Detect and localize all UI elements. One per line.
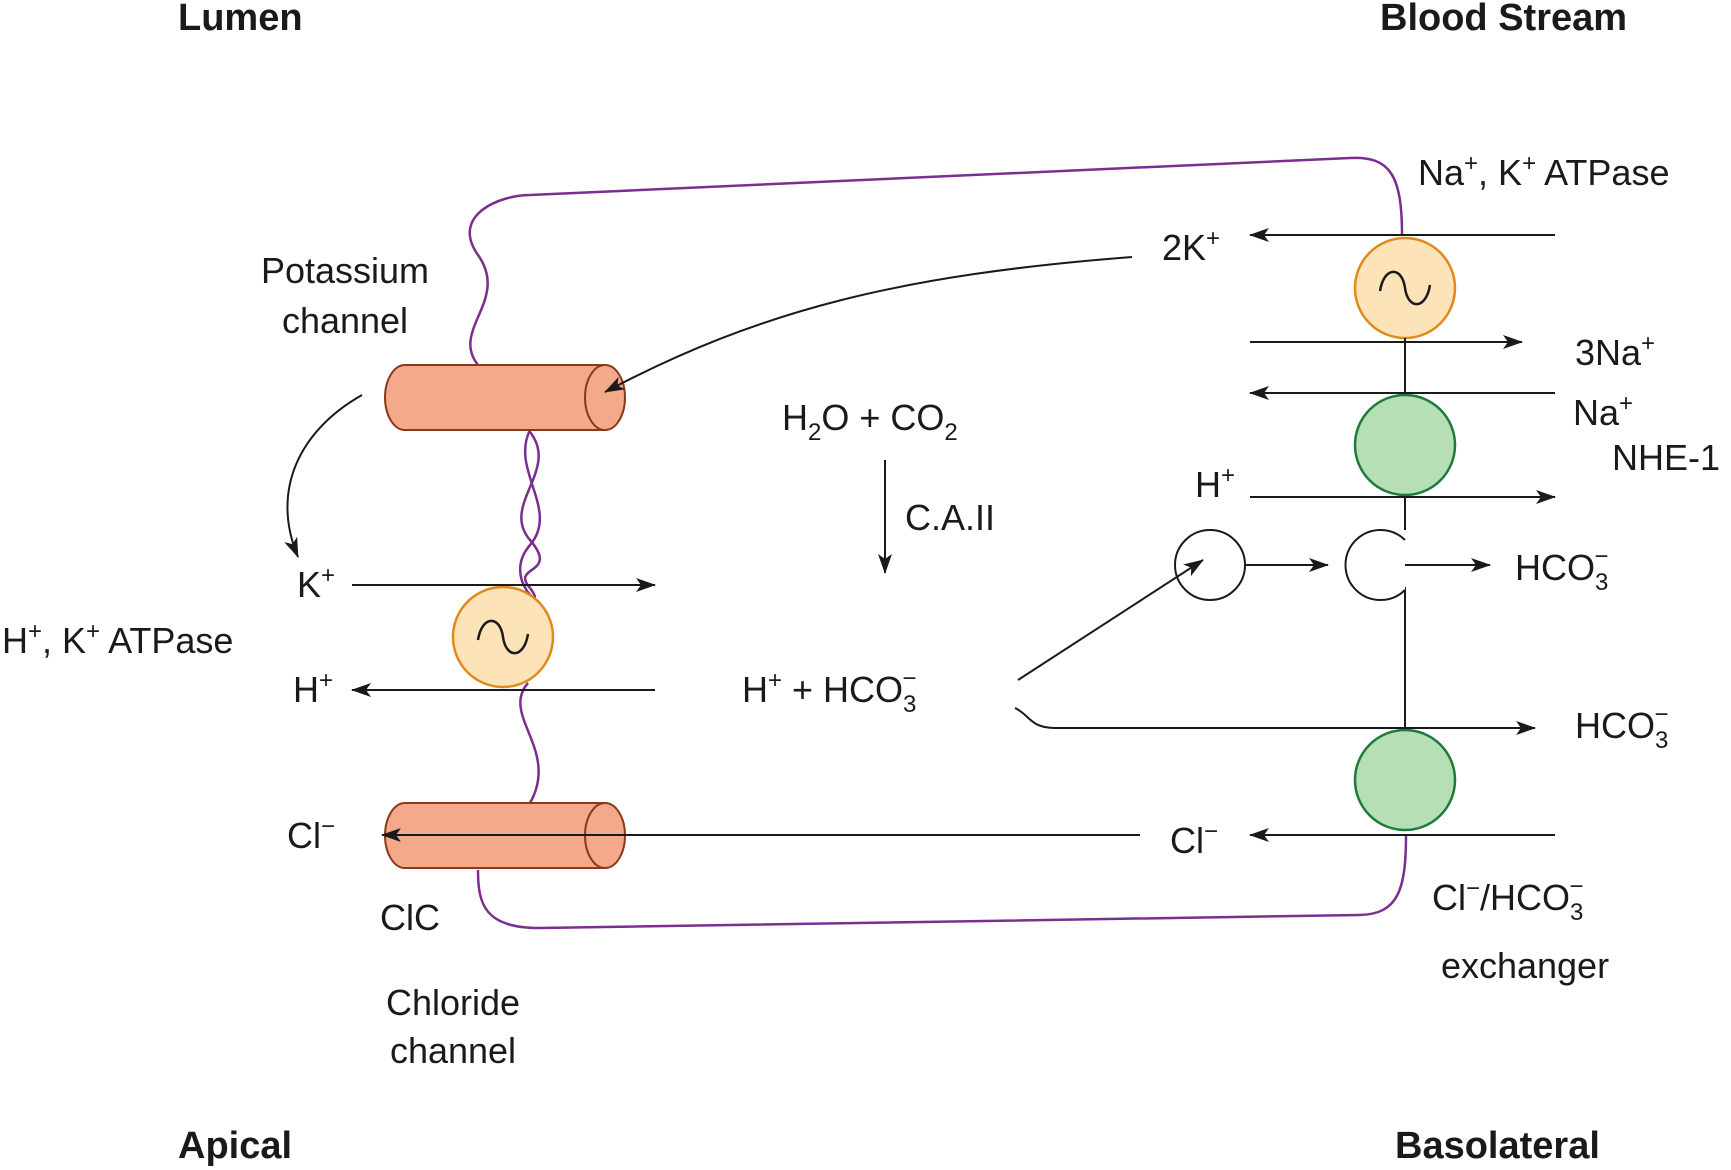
bicarbonate-carrier-open [1344,529,1406,601]
lumen-label: Lumen [178,0,303,39]
three-na-ion: 3Na+ [1575,330,1655,373]
h-ion-left: H+ [293,667,333,710]
apical-label: Apical [178,1125,292,1167]
cl-ion-left: Cl− [287,813,335,856]
tilde-icon [1378,270,1432,306]
arrow-k-lumen [284,394,363,558]
water-co2-label: H2O + CO2 [782,397,958,446]
potassium-channel [384,364,626,431]
hco3-ion-top: HCO3− [1515,543,1608,596]
arrow-hco3-to-circle [1017,559,1204,681]
hk-atpase-pump [451,585,555,689]
membrane-apical-low [519,682,540,804]
nhe1-exchanger [1353,393,1457,497]
tilde-icon [476,619,530,655]
bicarbonate-carrier-circle [1174,529,1246,601]
arrows [284,228,1556,842]
chloride-channel-label-2: channel [390,1030,516,1071]
membrane-bottom [476,834,1408,930]
arrow-2k-to-channel [604,256,1133,393]
hk-atpase-label: H+, K+ ATPase [2,618,233,661]
hco3-ion-mid: HCO3− [1575,701,1668,754]
potassium-channel-label-1: Potassium [261,250,429,291]
exchanger-label-1: Cl−/HCO3− [1432,873,1583,926]
cl-ion-right: Cl− [1170,818,1218,861]
nak-atpase-pump [1353,236,1457,340]
chloride-channel-label-1: Chloride [386,982,520,1023]
blood-stream-label: Blood Stream [1380,0,1627,39]
carbonic-anhydrase-label: C.A.II [905,497,995,538]
nhe1-label: NHE-1 [1612,437,1720,478]
na-ion-in: Na+ [1573,390,1633,433]
h-hco3-label: H+ + HCO3− [742,665,916,718]
nak-atpase-label: Na+, K+ ATPase [1418,150,1669,193]
k-ion-left: K+ [297,562,335,605]
clc-label: ClC [380,897,440,938]
potassium-channel-label-2: channel [282,300,408,341]
membrane-apical-mid2 [520,431,542,589]
arrow-hco3-mid-out [1014,707,1536,735]
h-ion-right: H+ [1195,462,1235,505]
membrane-top [468,156,1404,366]
two-k-ion: 2K+ [1162,225,1220,268]
exchanger-label-2: exchanger [1441,945,1609,986]
cell-membrane [468,156,1408,930]
basolateral-label: Basolateral [1395,1125,1600,1167]
cl-hco3-exchanger [1353,728,1457,832]
